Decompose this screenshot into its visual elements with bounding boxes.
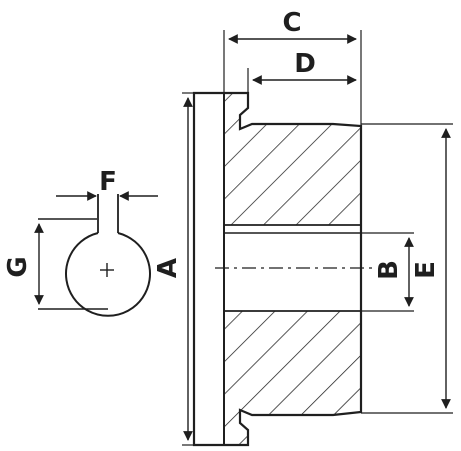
- label-b: B: [374, 260, 404, 280]
- dimension-a: A: [153, 92, 193, 446]
- label-d: D: [294, 49, 316, 79]
- label-c: C: [282, 8, 301, 38]
- label-e: E: [411, 261, 441, 279]
- label-g: G: [3, 256, 33, 277]
- label-a: A: [153, 258, 183, 278]
- hub-side-view: [38, 194, 151, 317]
- dimension-c: C: [223, 8, 362, 125]
- dimension-f: F: [56, 167, 158, 201]
- hub-circle: [65, 232, 151, 317]
- label-f: F: [99, 167, 117, 197]
- flange-outline: [192, 91, 363, 447]
- dimension-b: B: [361, 232, 414, 312]
- flange-section: [192, 91, 374, 447]
- section-hatch-bottom: [224, 311, 361, 445]
- dimension-g: G: [3, 223, 44, 305]
- section-hatch-top: [224, 93, 361, 225]
- dimension-d: D: [247, 49, 357, 93]
- dimension-e: E: [361, 123, 453, 414]
